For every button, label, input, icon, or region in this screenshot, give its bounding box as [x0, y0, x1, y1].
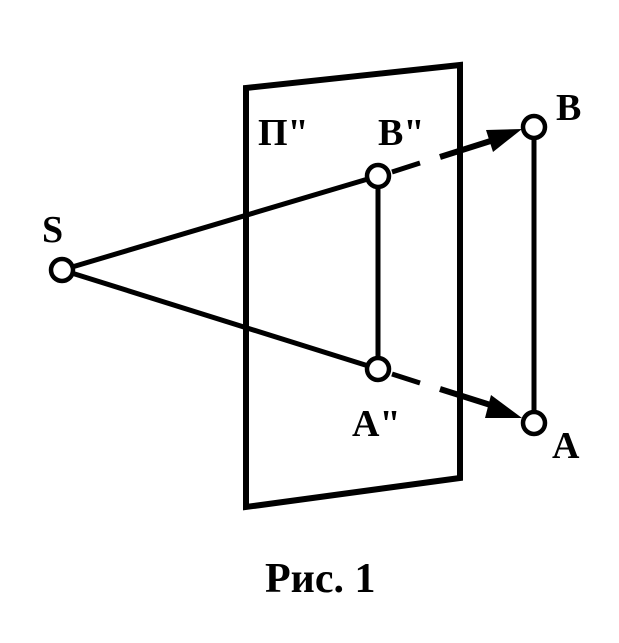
arrowhead-a [485, 395, 522, 418]
label-projection-a: A" [352, 403, 401, 445]
label-projection-b: B" [378, 112, 424, 154]
point-a [520, 409, 548, 437]
label-point-b: B [556, 87, 581, 129]
ray-continuation-a [391, 371, 421, 386]
point-s [48, 256, 76, 284]
point-b-projection [364, 162, 392, 190]
arrowhead-b [486, 129, 522, 152]
point-a-projection [364, 355, 392, 383]
ray-continuation-b [391, 160, 421, 175]
point-b [520, 113, 548, 141]
label-source: S [42, 209, 63, 251]
ray-s-to-a-projection [61, 267, 379, 372]
projection-plane [243, 61, 463, 511]
ray-s-to-b-projection [61, 173, 379, 273]
figure-caption: Рис. 1 [265, 556, 376, 602]
label-plane: П" [258, 112, 309, 154]
label-point-a: A [552, 425, 580, 467]
